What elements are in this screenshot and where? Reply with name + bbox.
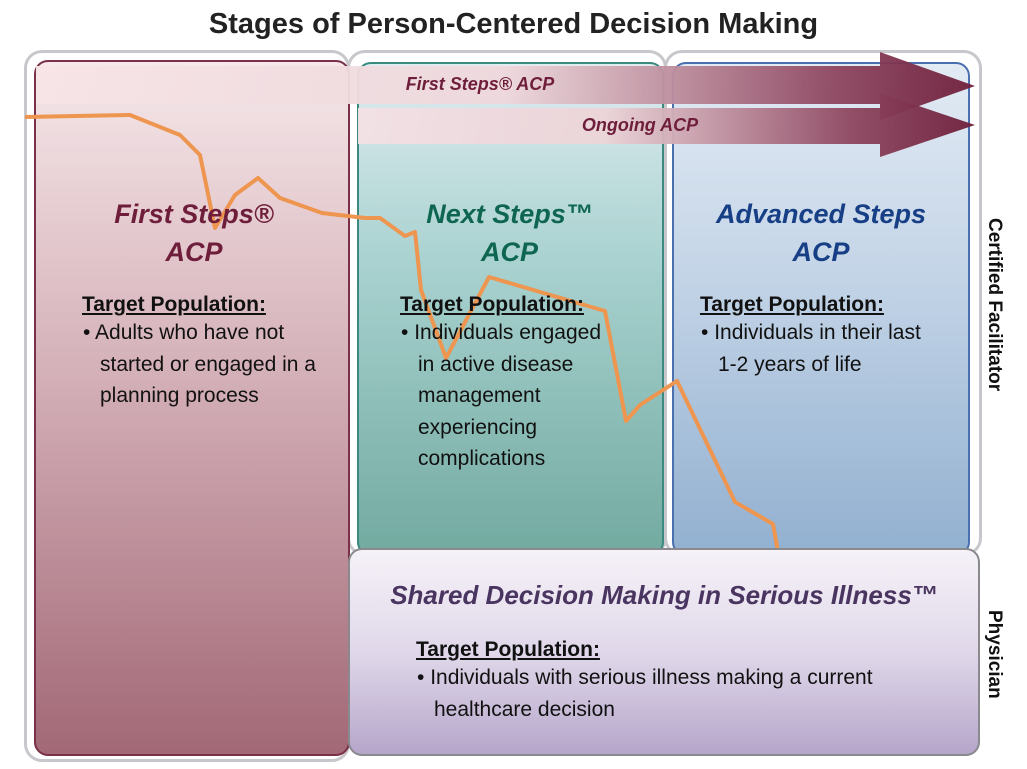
next-steps-column — [357, 62, 664, 556]
side-label-facilitator: Certified Facilitator — [984, 218, 1005, 392]
advanced-steps-heading: Advanced Steps ACP — [672, 195, 970, 271]
first-steps-arrow — [36, 52, 975, 120]
bullet-text: Individuals with serious illness making … — [430, 666, 873, 721]
trajectory-line — [24, 113, 780, 553]
heading-line: Next Steps™ — [426, 199, 593, 229]
heading-line: First Steps® — [114, 199, 274, 229]
heading-line: ACP — [165, 237, 223, 267]
first-steps-heading: First Steps® ACP — [34, 195, 354, 271]
bullet-item: • Adults who have not started or engaged… — [83, 321, 316, 407]
arrow-label-ongoing: Ongoing ACP — [581, 115, 699, 135]
ongoing-acp-arrow — [358, 93, 975, 157]
heading-line: ACP — [480, 237, 538, 267]
bullet-item: • Individuals engaged in active disease … — [401, 321, 602, 470]
physician-box-title: Shared Decision Making in Serious Illnes… — [390, 580, 938, 610]
diagram-title: Stages of Person-Centered Decision Makin… — [208, 8, 819, 40]
bullet-text: Adults who have not started or engaged i… — [95, 321, 316, 407]
target-population-label: Target Population: — [82, 293, 266, 316]
bullet-text: Individuals in their last 1-2 years of l… — [714, 321, 921, 376]
target-population-label: Target Population: — [700, 293, 884, 316]
target-population-label: Target Population: — [400, 293, 584, 316]
heading-line: ACP — [792, 237, 850, 267]
bullet-item: • Individuals in their last 1-2 years of… — [701, 321, 921, 376]
target-population-label: Target Population: — [416, 638, 600, 661]
bullet-text: Individuals engaged in active disease ma… — [414, 321, 602, 470]
physician-box: Shared Decision Making in Serious Illnes… — [348, 548, 980, 756]
advanced-steps-target: Target Population: • Individuals in thei… — [700, 293, 940, 380]
next-steps-target: Target Population: • Individuals engaged… — [400, 293, 620, 475]
side-label-physician: Physician — [984, 610, 1005, 699]
heading-line: Advanced Steps — [715, 199, 927, 229]
physician-target: Target Population: • Individuals with se… — [416, 638, 886, 725]
bullet-item: • Individuals with serious illness makin… — [417, 666, 873, 721]
first-steps-column — [34, 60, 350, 756]
next-steps-heading: Next Steps™ ACP — [357, 195, 662, 271]
first-steps-target: Target Population: • Adults who have not… — [82, 293, 322, 412]
arrow-label-first-steps: First Steps® ACP — [405, 74, 555, 94]
